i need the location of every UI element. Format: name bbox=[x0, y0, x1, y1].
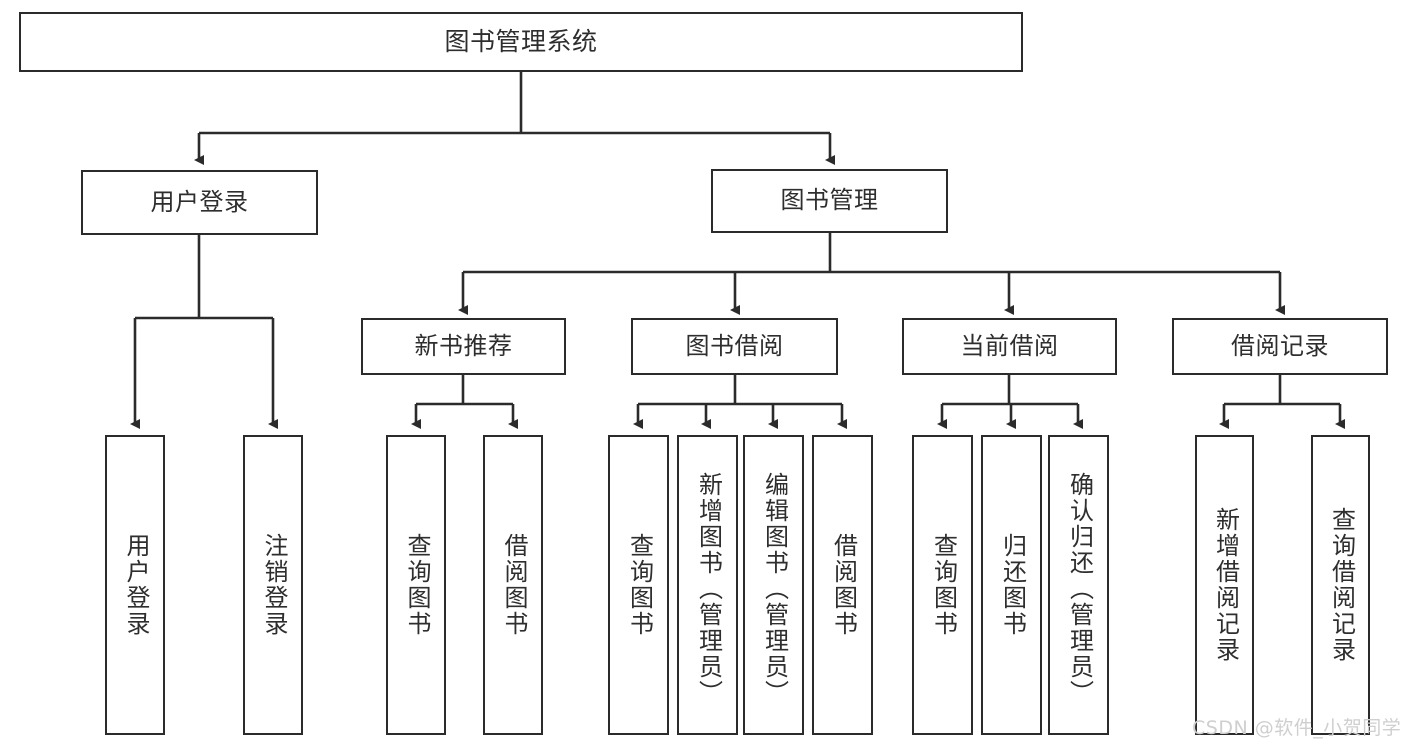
node-leaf-logout-login-label: 注销登录 bbox=[259, 533, 288, 637]
node-leaf-borrow-book-2-label: 借阅图书 bbox=[829, 533, 858, 637]
node-leaf-query-book-3-label: 查询图书 bbox=[929, 533, 958, 637]
node-new-book-rec-label: 新书推荐 bbox=[414, 331, 513, 360]
node-new-book-rec[interactable]: 新书推荐 bbox=[361, 318, 566, 375]
node-leaf-logout-login[interactable]: 注销登录 bbox=[243, 435, 303, 735]
node-root[interactable]: 图书管理系统 bbox=[19, 12, 1023, 72]
node-leaf-user-login[interactable]: 用户登录 bbox=[105, 435, 165, 735]
node-leaf-user-login-label: 用户登录 bbox=[121, 533, 150, 637]
node-user-login-label: 用户登录 bbox=[150, 187, 249, 216]
node-user-login[interactable]: 用户登录 bbox=[81, 170, 318, 235]
node-book-borrow[interactable]: 图书借阅 bbox=[631, 318, 838, 375]
node-leaf-query-book-3[interactable]: 查询图书 bbox=[912, 435, 973, 735]
node-root-label: 图书管理系统 bbox=[444, 26, 598, 56]
node-current-borrow[interactable]: 当前借阅 bbox=[902, 318, 1117, 375]
node-leaf-edit-book[interactable]: 编辑图书（管理员） bbox=[743, 435, 804, 735]
node-book-borrow-label: 图书借阅 bbox=[685, 331, 784, 360]
node-leaf-confirm-return-label: 确认归还（管理员） bbox=[1065, 472, 1094, 706]
node-leaf-query-book-2[interactable]: 查询图书 bbox=[608, 435, 669, 735]
node-current-borrow-label: 当前借阅 bbox=[960, 331, 1059, 360]
node-leaf-return-book[interactable]: 归还图书 bbox=[981, 435, 1042, 735]
node-leaf-query-book-1[interactable]: 查询图书 bbox=[386, 435, 446, 735]
node-book-manage[interactable]: 图书管理 bbox=[711, 169, 948, 233]
node-book-manage-label: 图书管理 bbox=[780, 186, 879, 215]
node-leaf-add-book[interactable]: 新增图书（管理员） bbox=[677, 435, 738, 735]
node-leaf-query-record[interactable]: 查询借阅记录 bbox=[1311, 435, 1370, 735]
csdn-watermark: CSDN @软件_小贺同学 bbox=[1192, 717, 1402, 739]
node-leaf-add-book-label: 新增图书（管理员） bbox=[694, 472, 723, 706]
node-leaf-query-record-label: 查询借阅记录 bbox=[1327, 507, 1356, 663]
node-leaf-borrow-book-1[interactable]: 借阅图书 bbox=[483, 435, 543, 735]
node-leaf-query-book-1-label: 查询图书 bbox=[402, 533, 431, 637]
node-leaf-query-book-2-label: 查询图书 bbox=[625, 533, 654, 637]
node-leaf-return-book-label: 归还图书 bbox=[998, 533, 1027, 637]
node-leaf-add-record[interactable]: 新增借阅记录 bbox=[1195, 435, 1254, 735]
node-leaf-add-record-label: 新增借阅记录 bbox=[1211, 507, 1240, 663]
node-leaf-confirm-return[interactable]: 确认归还（管理员） bbox=[1048, 435, 1109, 735]
node-leaf-borrow-book-1-label: 借阅图书 bbox=[499, 533, 528, 637]
node-borrow-record[interactable]: 借阅记录 bbox=[1172, 318, 1388, 375]
node-borrow-record-label: 借阅记录 bbox=[1231, 331, 1329, 360]
node-leaf-edit-book-label: 编辑图书（管理员） bbox=[760, 472, 789, 706]
node-leaf-borrow-book-2[interactable]: 借阅图书 bbox=[812, 435, 873, 735]
